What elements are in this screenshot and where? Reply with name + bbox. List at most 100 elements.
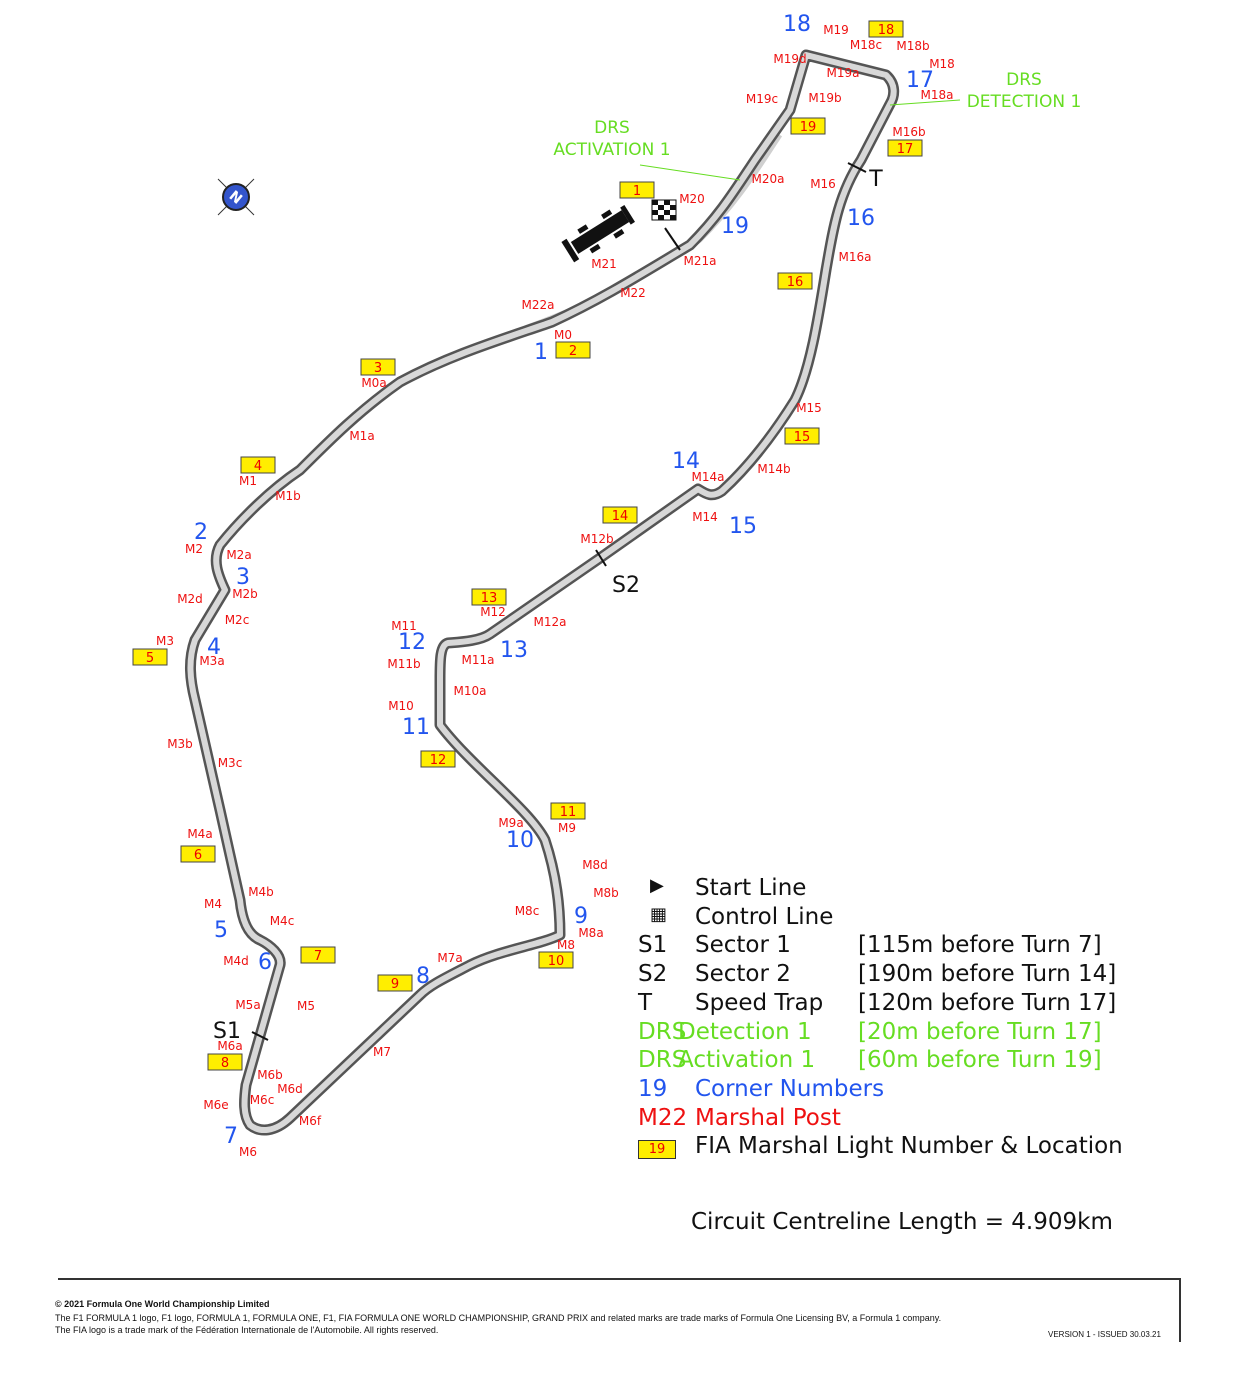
marshal-post-label: M22 <box>620 286 646 300</box>
marshal-light: 8 <box>207 1053 243 1071</box>
legend-note: [190m before Turn 14] <box>858 961 1117 988</box>
legend-symbol: 19 <box>638 1133 692 1160</box>
marshal-light: 18 <box>868 20 904 38</box>
marshal-light: 6 <box>180 845 216 863</box>
track-surface <box>187 52 897 1133</box>
corner-number: 3 <box>236 565 250 590</box>
marshal-light-number: 17 <box>897 142 914 157</box>
marshal-post-label: M16a <box>839 250 872 264</box>
marshal-post-label: M20a <box>752 172 785 186</box>
legend-note: [115m before Turn 7] <box>858 932 1102 959</box>
legend-symbol: 19 <box>638 1075 668 1102</box>
marshal-light-number: 1 <box>633 184 641 199</box>
marshal-light-legend-box: 19 <box>638 1140 676 1160</box>
legend-symbol: S2 <box>638 961 668 988</box>
marshal-light-number: 15 <box>794 430 811 445</box>
marshal-post-label: M6a <box>217 1039 242 1053</box>
marshal-post-label: M19b <box>808 91 841 105</box>
marshal-post-label: M4c <box>270 914 295 928</box>
control-line-tick <box>664 227 681 251</box>
marshal-light-number: 5 <box>146 651 154 666</box>
marshal-post-label: M2a <box>226 548 251 562</box>
marshal-post-label: M14 <box>692 510 718 524</box>
legend-symbol: DRS <box>638 1047 687 1074</box>
marshal-post-label: M11 <box>391 619 417 633</box>
corner-number: 16 <box>847 206 875 231</box>
marshal-post-label: M18b <box>896 39 929 53</box>
legend-symbol: S1 <box>638 932 668 959</box>
legend-description: Start Line <box>695 875 807 901</box>
marshal-light-number: 3 <box>374 361 382 376</box>
corner-number: 10 <box>506 828 534 853</box>
marshal-light: 15 <box>784 427 820 445</box>
marshal-post-label: M10 <box>388 699 414 713</box>
s2-tick <box>595 549 607 567</box>
marshal-light: 13 <box>471 588 507 606</box>
marshal-post-label: M1b <box>275 489 301 503</box>
marshal-post-label: M4d <box>223 954 249 968</box>
marshal-post-label: M4a <box>187 827 212 841</box>
legend-note: [120m before Turn 17] <box>858 989 1117 1016</box>
marshal-post-label: M20 <box>679 192 705 206</box>
marshal-post-label: M19c <box>746 92 778 106</box>
drs-activation-leader <box>639 164 741 181</box>
marshal-post-label: M15 <box>796 401 822 415</box>
corner-number: 14 <box>672 449 700 474</box>
legend-symbol: T <box>638 989 653 1016</box>
marshal-light: 4 <box>240 456 276 474</box>
corner-number: 5 <box>214 918 228 943</box>
corner-number: 15 <box>729 514 757 539</box>
marshal-post-label: M7a <box>437 951 462 965</box>
legend-note: [20m before Turn 17] <box>858 1018 1102 1045</box>
marshal-post-label: M6c <box>250 1093 275 1107</box>
marshal-post-label: M4 <box>204 897 222 911</box>
marshal-post-label: M2 <box>185 542 203 556</box>
legend-symbol: M22 <box>638 1104 688 1131</box>
s1-tick <box>251 1031 269 1041</box>
marshal-post-label: M3 <box>156 634 174 648</box>
marshal-post-label: M8c <box>515 904 540 918</box>
marshal-post-label: M6e <box>203 1098 228 1112</box>
marshal-light: 19 <box>790 117 826 135</box>
compass-icon: N <box>217 178 255 216</box>
checkered-flag-icon: ▦ <box>650 903 668 925</box>
marshal-post-label: M4b <box>248 885 274 899</box>
marshal-post-label: M16 <box>810 177 836 191</box>
timing-marker-label: S2 <box>612 573 640 598</box>
corner-number: 6 <box>258 950 272 975</box>
legend-description: Corner Numbers <box>695 1075 885 1102</box>
marshal-post-label: M7 <box>373 1045 391 1059</box>
marshal-light: 9 <box>377 974 413 992</box>
marshal-post-label: M2d <box>177 592 203 606</box>
legend-description: Activation 1 <box>678 1047 816 1074</box>
start-line-icon <box>561 204 635 263</box>
marshal-light-number: 6 <box>194 848 202 863</box>
marshal-post-label: M3b <box>167 737 193 751</box>
marshal-light: 17 <box>887 139 923 157</box>
drs-detection-leader <box>889 99 961 106</box>
marshal-post-label: M19 <box>823 23 849 37</box>
marshal-post-label: M9a <box>498 816 523 830</box>
marshal-post-label: M12a <box>534 615 567 629</box>
marshal-post-label: M0a <box>361 376 386 390</box>
corner-number: 9 <box>574 904 588 929</box>
legend-description: Detection 1 <box>678 1018 812 1045</box>
marshal-light-number: 11 <box>560 805 577 820</box>
marshal-post-label: M1a <box>349 429 374 443</box>
marshal-light-number: 12 <box>430 753 447 768</box>
legend-description: Sector 2 <box>695 961 791 988</box>
corner-number: 7 <box>224 1124 238 1149</box>
corner-number: 13 <box>500 638 528 663</box>
marshal-post-label: M18 <box>929 57 955 71</box>
corner-number: 1 <box>534 340 548 365</box>
marshal-post-label: M8b <box>593 886 619 900</box>
marshal-post-label: M6 <box>239 1145 257 1159</box>
marshal-post-label: M21a <box>684 254 717 268</box>
marshal-post-label: M14a <box>692 470 725 484</box>
marshal-post-label: M10a <box>454 684 487 698</box>
trademark-text: The F1 FORMULA 1 logo, F1 logo, FORMULA … <box>55 1313 942 1335</box>
